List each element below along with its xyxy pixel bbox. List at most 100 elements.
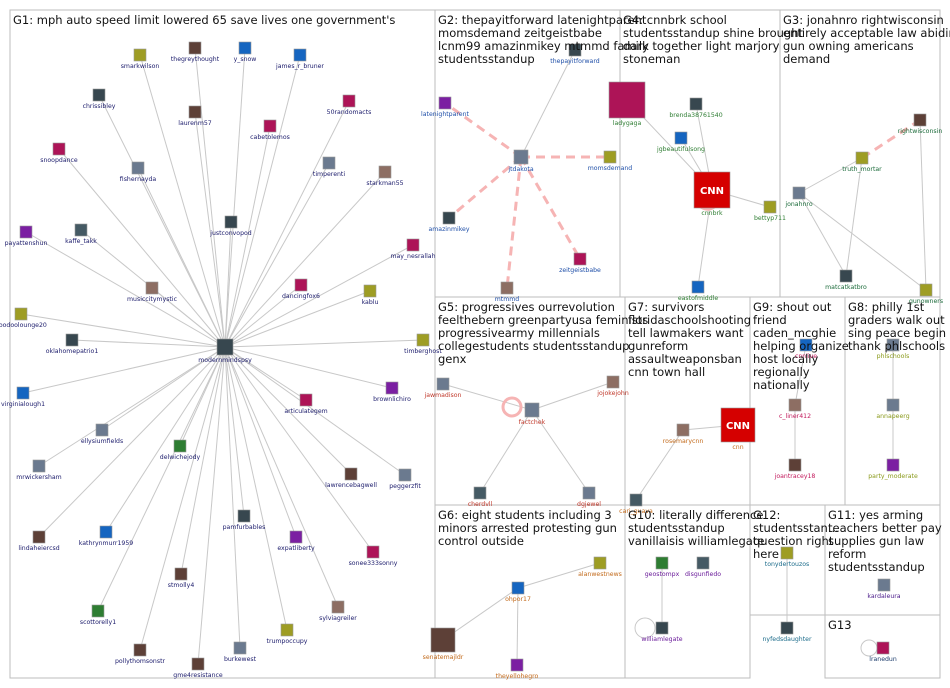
node-jojokejohn[interactable]: jojokejohn: [596, 375, 629, 397]
node-sylviagreiler[interactable]: sylviagreiler: [319, 600, 357, 622]
node-cherdvll[interactable]: cherdvll: [468, 486, 493, 508]
node-virginialough1[interactable]: virginialough1: [1, 386, 45, 408]
node-thepayitforward[interactable]: thepayitforward: [550, 43, 600, 65]
avatar: [886, 458, 900, 472]
node-bettyp711[interactable]: bettyp711: [754, 200, 786, 222]
node-phlschools[interactable]: phlschools: [877, 338, 910, 360]
node-jgbeautifulsong[interactable]: jgbeautifulsong: [656, 131, 705, 153]
node-zeitgeistbabe[interactable]: zeitgeistbabe: [559, 252, 601, 274]
node-musiccitymystic[interactable]: musiccitymystic: [127, 281, 178, 303]
node-label: sonee333sonny: [349, 560, 398, 567]
node-factchek[interactable]: factchek: [519, 402, 546, 426]
node-ohpor17[interactable]: ohpor17: [505, 581, 531, 603]
node-brownlichiro[interactable]: brownlichiro: [373, 381, 411, 403]
node-party_moderate[interactable]: party_moderate: [868, 458, 918, 480]
node-latenightparent[interactable]: latenightparent: [421, 96, 470, 118]
node-cnnlive[interactable]: cnnlive: [795, 338, 817, 360]
node-lindaheiercsd[interactable]: lindaheiercsd: [18, 530, 60, 552]
node-articulategem[interactable]: articulategem: [284, 393, 328, 415]
node-snoopdance[interactable]: snoopdance: [40, 142, 78, 164]
node-cari_guava[interactable]: cari_guava: [619, 493, 653, 515]
node-gme4resistance[interactable]: gme4resistance: [173, 657, 223, 679]
node-dgjewel[interactable]: dgjewel: [577, 486, 601, 508]
node-nyfedsdaughter[interactable]: nyfedsdaughter: [763, 621, 812, 643]
node-williamlegate[interactable]: williamlegate: [641, 621, 683, 643]
node-cabetolemos[interactable]: cabetolemos: [250, 119, 290, 141]
node-geostompx[interactable]: geostompx: [645, 556, 680, 578]
node-mrwickersham[interactable]: mrwickersham: [16, 459, 62, 481]
node-rosemarycnn[interactable]: rosemarycnn: [663, 423, 704, 445]
node-laurenm57[interactable]: laurenm57: [178, 105, 212, 127]
node-kaffe_takk[interactable]: kaffe_takk: [65, 223, 97, 245]
avatar: [385, 381, 399, 395]
node-delwichejody[interactable]: delwichejody: [160, 439, 201, 461]
edge: [105, 346, 226, 533]
node-scottorelly1[interactable]: scottorelly1: [80, 604, 116, 626]
node-eastofmiddle[interactable]: eastofmiddle: [678, 280, 719, 302]
node-sonee333sonny[interactable]: sonee333sonny: [349, 545, 398, 567]
node-thegreythought[interactable]: thegreythought: [171, 41, 220, 63]
group-box-g13: [824, 614, 941, 679]
node-ellysiumfields[interactable]: ellysiumfields: [81, 423, 123, 445]
node-disgunfiedo[interactable]: disgunfiedo: [685, 556, 721, 578]
node-label: peggerzfit: [389, 483, 421, 490]
node-james_r_bruner[interactable]: james_r_bruner: [275, 48, 324, 70]
node-justconvopod[interactable]: justconvopod: [209, 215, 252, 237]
node-jonahnro[interactable]: jonahnro: [784, 186, 813, 208]
node-brenda38761540[interactable]: brenda38761540: [669, 97, 723, 119]
node-matcatkatbro[interactable]: matcatkatbro: [825, 269, 867, 291]
node-oklahomepatrio1[interactable]: oklahomepatrio1: [46, 333, 99, 355]
node-jtdakota[interactable]: jtdakota: [507, 149, 534, 173]
node-may_nesrallah[interactable]: may_nesrallah: [390, 238, 436, 260]
node-annapeerg[interactable]: annapeerg: [876, 398, 910, 420]
node-burkewest[interactable]: burkewest: [224, 641, 257, 663]
node-dancingfox6[interactable]: dancingfox6: [282, 278, 320, 300]
node-alanwestnews[interactable]: alanwestnews: [578, 556, 622, 578]
node-modernmindspsy[interactable]: modernmindspsy: [198, 338, 252, 364]
node-lranedun[interactable]: lranedun: [869, 641, 897, 663]
node-kardaleura[interactable]: kardaleura: [867, 578, 901, 600]
node-starkman55[interactable]: starkman55: [366, 165, 404, 187]
node-kablu[interactable]: kablu: [362, 284, 379, 306]
node-y_snow[interactable]: y_snow: [234, 41, 257, 63]
avatar: [693, 171, 731, 209]
node-c_liner412[interactable]: c_liner412: [779, 398, 811, 420]
node-50randomacts[interactable]: 50randomacts: [327, 94, 372, 116]
node-label: brenda38761540: [669, 112, 722, 119]
node-lawrencebagwell[interactable]: lawrencebagwell: [325, 467, 377, 489]
node-amazinmikey[interactable]: amazinmikey: [428, 211, 470, 233]
node-timberghost[interactable]: timberghost: [404, 333, 442, 355]
node-label: brownlichiro: [373, 396, 411, 403]
node-fishernayda[interactable]: fishernayda: [120, 161, 157, 183]
node-pollythomsonstr[interactable]: pollythomsonstr: [115, 643, 166, 665]
node-stmolly4[interactable]: stmolly4: [168, 567, 195, 589]
node-payattenshun[interactable]: payattenshun: [5, 225, 48, 247]
node-truth_mortar[interactable]: truth_mortar: [842, 151, 882, 173]
node-momsdemand[interactable]: momsdemand: [588, 150, 633, 172]
group-title-g5: progressivearmy millennials: [438, 326, 600, 340]
node-timperenti[interactable]: timperenti: [313, 156, 345, 178]
node-rightwisconsin[interactable]: rightwisconsin: [898, 113, 943, 135]
node-trumpoccupy[interactable]: trumpoccupy: [267, 623, 308, 645]
node-smarkwilson[interactable]: smarkwilson: [121, 48, 160, 70]
node-tonydertouzos[interactable]: tonydertouzos: [765, 546, 809, 568]
avatar: [322, 156, 336, 170]
node-joantracey18[interactable]: joantracey18: [774, 458, 816, 480]
node-jawmadison[interactable]: jawmadison: [424, 377, 462, 399]
edge: [442, 587, 519, 641]
node-peggerzfit[interactable]: peggerzfit: [389, 468, 421, 490]
node-mtmmd[interactable]: mtmmd: [495, 281, 520, 303]
node-gunowners[interactable]: gunowners: [909, 283, 943, 305]
node-expatliberty[interactable]: expatliberty: [277, 530, 315, 552]
node-kathrynmurr1959[interactable]: kathrynmurr1959: [79, 525, 133, 547]
node-ladygaga[interactable]: ladygaga: [608, 81, 646, 127]
node-senatemajldr[interactable]: senatemajldr: [423, 627, 464, 661]
avatar: [689, 97, 703, 111]
edge: [224, 346, 393, 389]
node-voodoolounge20[interactable]: voodoolounge20: [0, 307, 47, 329]
node-pamfurbables[interactable]: pamfurbables: [223, 509, 266, 531]
node-theyellohegro[interactable]: theyellohegro: [496, 658, 539, 680]
node-chrissibley[interactable]: chrissibley: [83, 88, 116, 110]
